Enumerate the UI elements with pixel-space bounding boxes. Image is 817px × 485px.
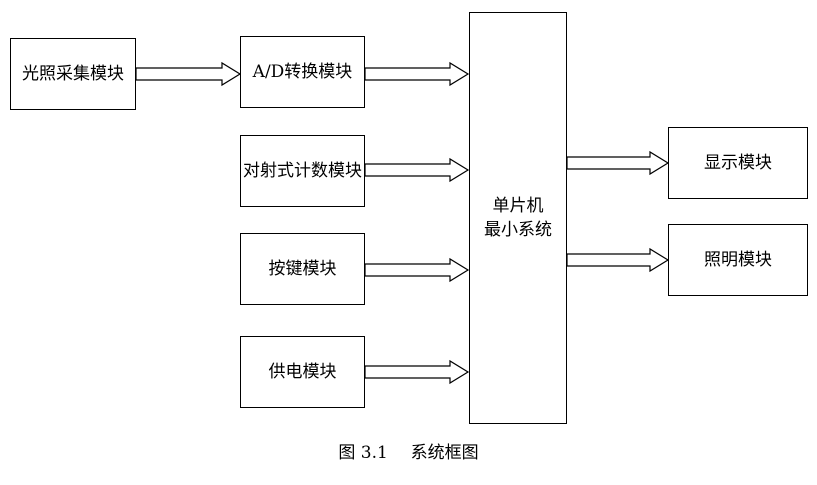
mcu-label-line2: 最小系统 <box>484 220 552 240</box>
power-block: 供电模块 <box>240 336 365 408</box>
counter-block: 对射式计数模块 <box>240 135 365 207</box>
mcu-minimum-system-block: 单片机 最小系统 <box>469 12 567 424</box>
figure-number: 图 3.1 <box>338 443 388 463</box>
figure-caption: 图 3.1 系统框图 <box>0 438 817 463</box>
light-acquisition-block: 光照采集模块 <box>10 38 136 110</box>
arrow-keypad-to-mcu <box>364 257 470 283</box>
ad-conversion-label: A/D转换模块 <box>252 62 353 82</box>
display-block: 显示模块 <box>668 127 808 199</box>
lighting-block: 照明模块 <box>668 224 808 296</box>
keypad-block: 按键模块 <box>240 233 365 305</box>
arrow-mcu-to-display <box>566 150 670 176</box>
arrow-light-to-ad <box>135 61 242 87</box>
ad-conversion-block: A/D转换模块 <box>240 36 365 108</box>
arrow-counter-to-mcu <box>364 157 470 183</box>
light-acquisition-label: 光照采集模块 <box>22 64 124 84</box>
counter-label: 对射式计数模块 <box>243 161 362 181</box>
arrow-mcu-to-lighting <box>566 247 670 273</box>
mcu-label-line1: 单片机 <box>492 196 544 216</box>
lighting-label: 照明模块 <box>704 250 772 270</box>
display-label: 显示模块 <box>704 153 772 173</box>
arrow-power-to-mcu <box>364 359 470 385</box>
arrow-ad-to-mcu <box>364 61 470 87</box>
figure-title: 系统框图 <box>410 443 479 463</box>
keypad-label: 按键模块 <box>268 259 337 279</box>
power-label: 供电模块 <box>268 362 337 382</box>
